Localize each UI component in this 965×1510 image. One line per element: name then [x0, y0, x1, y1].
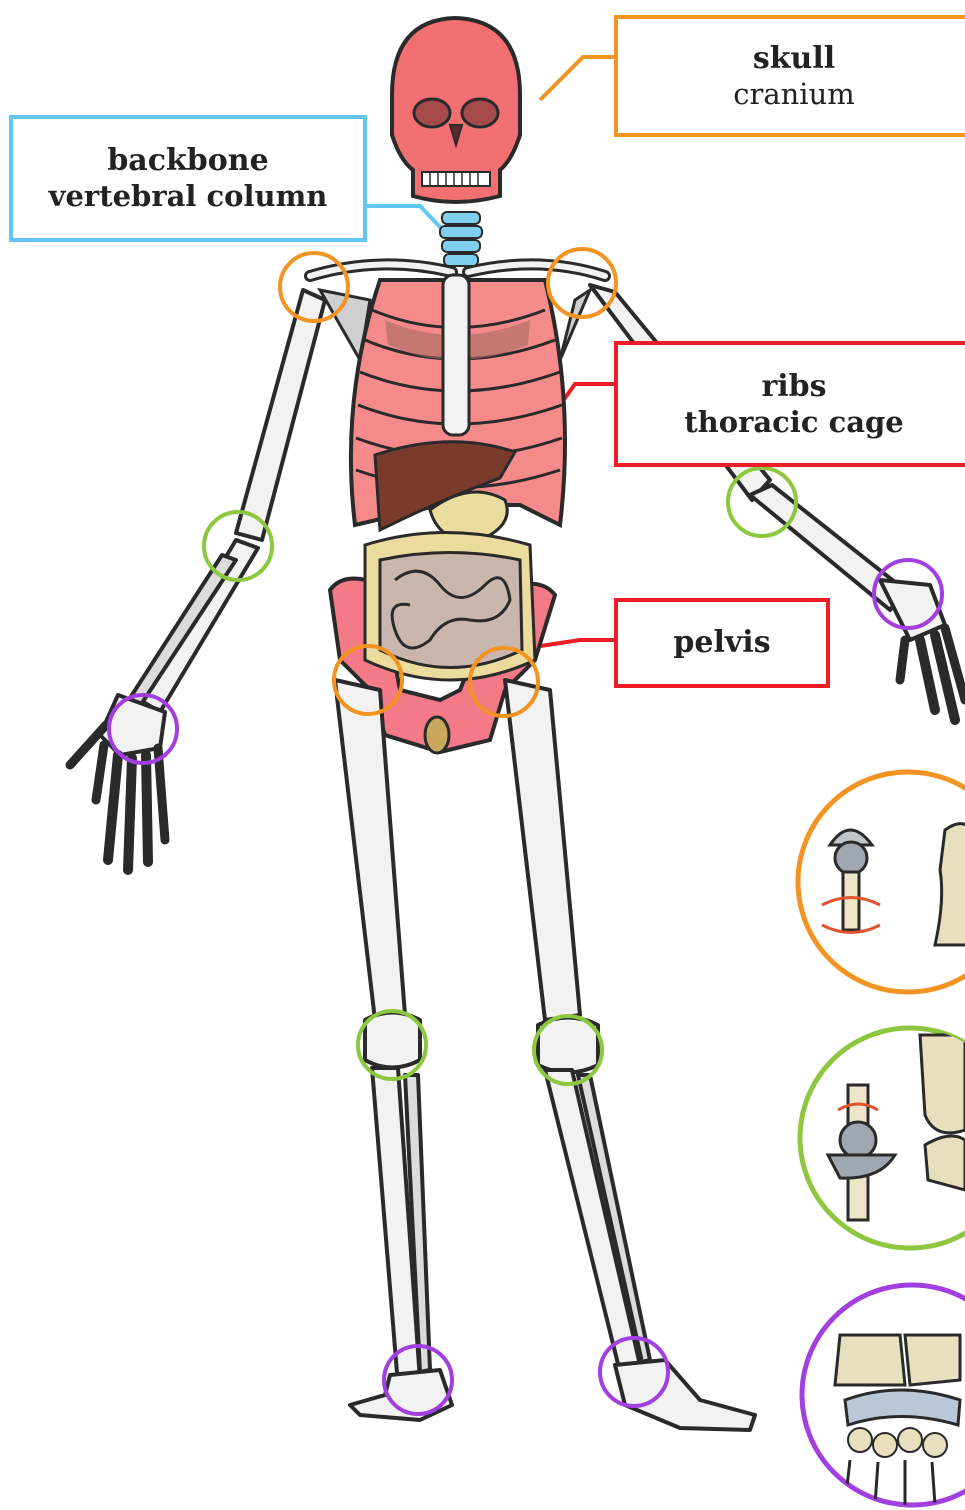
skull-label-box: skull cranium [614, 15, 965, 137]
ribs-label-box: ribs thoracic cage [614, 341, 965, 467]
vertebrae [440, 212, 482, 266]
backbone-label-box: backbone vertebral column [9, 115, 367, 242]
cranium-label: cranium [733, 77, 855, 112]
pelvis-label: pelvis [673, 625, 770, 661]
skull-label: skull [753, 41, 835, 77]
skull [392, 18, 520, 202]
left-leg [335, 680, 452, 1420]
thoracic-cage-label: thoracic cage [684, 405, 904, 440]
right-leg [505, 680, 755, 1430]
vertebral-column-label: vertebral column [49, 179, 328, 214]
backbone-label: backbone [107, 143, 268, 179]
ribs-label: ribs [761, 369, 826, 405]
pelvis-label-box: pelvis [614, 598, 830, 688]
left-arm [70, 290, 325, 870]
wrist-gliding-joint-icon [802, 1285, 965, 1505]
knee-hinge-joint-icon [800, 1028, 965, 1248]
hip-ball-socket-joint-icon [798, 772, 965, 992]
skull-leader-line [540, 57, 614, 100]
